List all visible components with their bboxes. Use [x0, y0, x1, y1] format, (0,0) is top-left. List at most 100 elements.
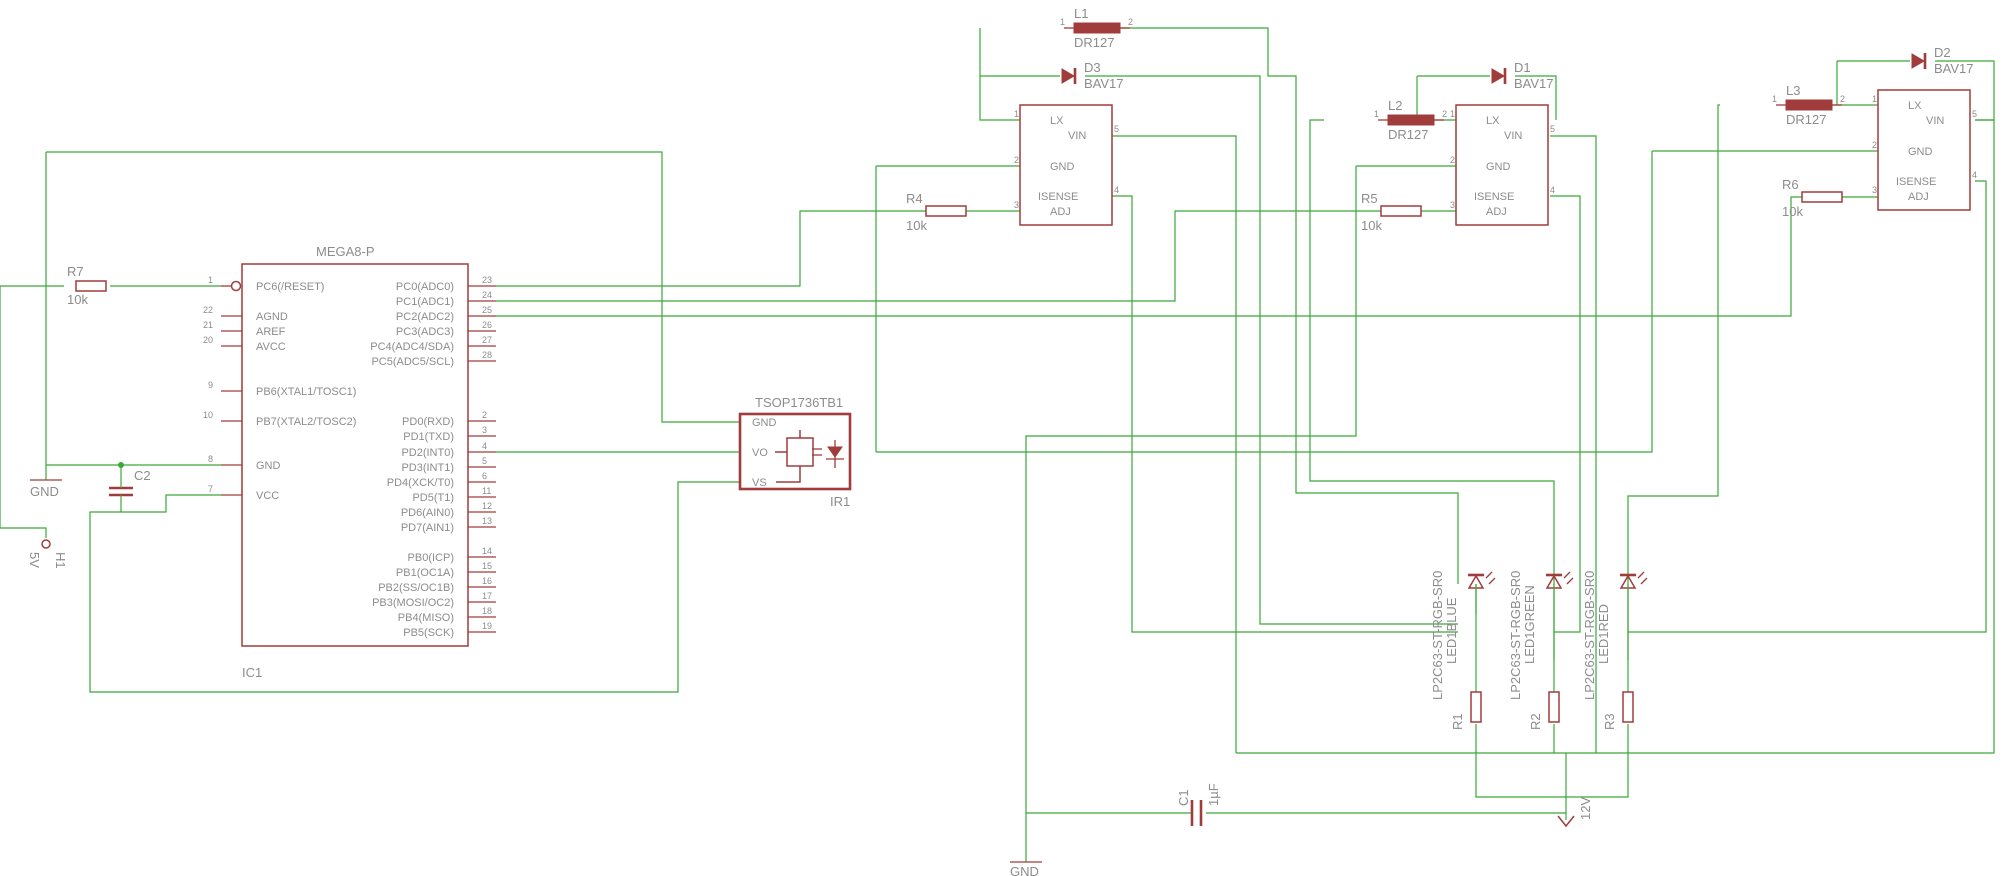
ir1-pin-vs: VS — [752, 477, 767, 489]
ic1-pin-number: 12 — [482, 501, 492, 511]
gnd-symbol-left: GND — [30, 479, 62, 499]
ic1-pin-number: 17 — [482, 591, 492, 601]
ic1-pin-number: 6 — [482, 471, 487, 481]
ic1-pin-number: 18 — [482, 606, 492, 616]
ic1-pin-label: AVCC — [256, 341, 286, 353]
ic1-pin-label: PB7(XTAL2/TOSC2) — [256, 416, 356, 428]
ic1-pin-number: 8 — [208, 454, 213, 464]
ic1-pin-label: PD4(XCK/T0) — [387, 477, 454, 489]
ic1-pin-number: 22 — [203, 305, 213, 315]
c1-name: C1 — [1176, 789, 1191, 806]
ic1-pin-number: 16 — [482, 576, 492, 586]
driver-pin-label: VIN — [1068, 130, 1086, 142]
ic1-pin-number: 27 — [482, 335, 492, 345]
driver-pin-number: 3 — [1014, 200, 1019, 210]
resistor-r2[interactable]: R2 — [1528, 691, 1560, 730]
resistor-value: 10k — [1782, 204, 1803, 219]
resistor-r3[interactable]: R3 — [1602, 691, 1634, 730]
driver-pin-label: LX — [1908, 100, 1922, 112]
driver-pin-number: 2 — [1014, 155, 1019, 165]
resistor-value: 10k — [1361, 218, 1382, 233]
diode-value: BAV17 — [1934, 61, 1974, 76]
inductor-pin-number: 2 — [1128, 17, 1133, 27]
resistor-name: R3 — [1602, 713, 1617, 730]
inductor-name: L3 — [1786, 83, 1800, 98]
ic1-pin-label: PD6(AIN0) — [401, 507, 454, 519]
resistor-r1[interactable]: R1 — [1450, 691, 1482, 730]
inductor-value: DR127 — [1388, 127, 1428, 142]
inductor-name: L2 — [1388, 98, 1402, 113]
h1-name: H1 — [53, 552, 68, 569]
led-name: LED1RED — [1596, 604, 1611, 664]
ic1-pin-label: PD3(INT1) — [401, 462, 454, 474]
inductor-name: L1 — [1074, 6, 1088, 21]
ic1-pin-number: 21 — [203, 320, 213, 330]
driver-pin-label: GND — [1908, 146, 1933, 158]
ic1-pin-number: 23 — [482, 275, 492, 285]
ir1-receiver[interactable]: TSOP1736TB1 IR1 GND VO VS — [738, 395, 852, 509]
ic1-pin-number: 11 — [482, 486, 491, 496]
ir1-pin-vo: VO — [752, 447, 768, 459]
driver-pin-label: ADJ — [1486, 206, 1507, 218]
ic1-pin-label: PC6(/RESET) — [256, 281, 324, 293]
gnd-symbol-bottom: GND — [1010, 861, 1042, 876]
ic1-name: IC1 — [242, 665, 262, 680]
driver-pin-label: LX — [1486, 115, 1500, 127]
ic1-pin-number: 9 — [208, 380, 213, 390]
junction-dot — [118, 462, 124, 468]
reset-inversion-bubble — [230, 280, 242, 292]
supply-label: 12V — [1578, 797, 1593, 820]
inductor-pin-number: 1 — [1772, 94, 1777, 104]
driver-pin-label: ISENSE — [1474, 191, 1514, 203]
ic1-pin-label: PD2(INT0) — [401, 447, 454, 459]
diode-name: D1 — [1514, 60, 1531, 75]
c2-name: C2 — [134, 468, 151, 483]
capacitor-c2[interactable]: C2 — [109, 462, 151, 508]
ic1-pin-number: 1 — [208, 275, 213, 285]
led-part: LP2C63-ST-RGB-SR0 — [1508, 571, 1523, 700]
ic1-pin-label: AGND — [256, 311, 288, 323]
connector-h1[interactable]: H1 5V — [27, 539, 68, 569]
gnd-bottom-label: GND — [1010, 864, 1039, 876]
inductor-pin-number: 2 — [1840, 94, 1845, 104]
ic1-pin-label: PD5(T1) — [412, 492, 454, 504]
diode-name: D2 — [1934, 45, 1951, 60]
ic1-pin-label: PB0(ICP) — [408, 552, 454, 564]
wire-net — [0, 27, 1995, 862]
ic1-pin-number: 24 — [482, 290, 492, 300]
ic1-pin-number: 10 — [203, 410, 213, 420]
r7-value: 10k — [67, 292, 88, 307]
resistor-name: R4 — [906, 191, 923, 206]
driver-pin-label: VIN — [1504, 130, 1522, 142]
inductor-pin-number: 2 — [1442, 109, 1447, 119]
resistor-r7[interactable]: R7 10k — [67, 264, 107, 307]
gnd-left-label: GND — [30, 484, 59, 499]
inductor-pin-number: 1 — [1060, 17, 1065, 27]
ic1-pin-number: 26 — [482, 320, 492, 330]
ic1-mega8[interactable]: MEGA8-P IC1 1PC6(/RESET)22AGND21AREF20AV… — [203, 244, 496, 680]
ic1-pin-number: 28 — [482, 350, 492, 360]
ic1-pin-label: PC1(ADC1) — [396, 296, 454, 308]
ic1-right-pins: 23PC0(ADC0)24PC1(ADC1)25PC2(ADC2)26PC3(A… — [370, 275, 496, 639]
ic1-pin-label: GND — [256, 460, 281, 472]
diode-name: D3 — [1084, 60, 1101, 75]
capacitor-c1[interactable]: C1 1µF — [1176, 783, 1221, 826]
driver-pin-number: 1 — [1014, 109, 1019, 119]
